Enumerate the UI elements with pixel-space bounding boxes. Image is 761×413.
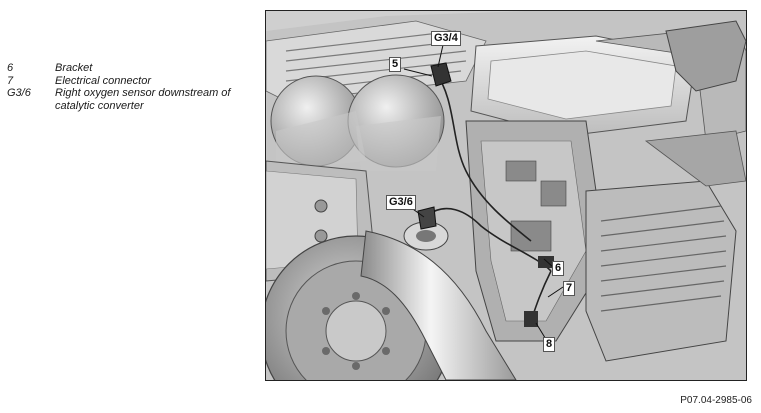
callout-g3-4: G3/4 (431, 31, 461, 46)
engine-drawing (266, 11, 746, 380)
exhaust-pipe (360, 221, 517, 380)
legend-description: Right oxygen sensor downstream of cataly… (55, 87, 231, 112)
engine-cover (470, 20, 746, 142)
catalytic-converters (270, 74, 445, 171)
legend-code: 7 (7, 74, 14, 87)
callout-7: 7 (563, 281, 576, 296)
callout-6: 6 (552, 261, 565, 276)
legend-row: 6 Bracket (7, 62, 252, 75)
leader-lines (403, 44, 564, 342)
legend-row: G3/6 Right oxygen sensor downstream of c… (7, 87, 252, 112)
right-component (585, 130, 746, 362)
legend: 6 Bracket 7 Electrical connector G3/6 Ri… (7, 62, 252, 112)
callout-8: 8 (543, 337, 556, 352)
figure-id: P07.04-2985-06 (680, 395, 752, 406)
legend-code: G3/6 (7, 87, 31, 99)
legend-description: Electrical connector (55, 74, 151, 87)
legend-row: 7 Electrical connector (7, 75, 252, 88)
engine-illustration: G3/4 5 G3/6 6 7 8 (265, 10, 747, 381)
legend-code: 6 (7, 62, 14, 74)
callout-g3-6: G3/6 (386, 195, 416, 210)
callout-5: 5 (389, 57, 402, 72)
legend-description: Bracket (55, 62, 93, 74)
oxygen-sensor (417, 62, 452, 230)
